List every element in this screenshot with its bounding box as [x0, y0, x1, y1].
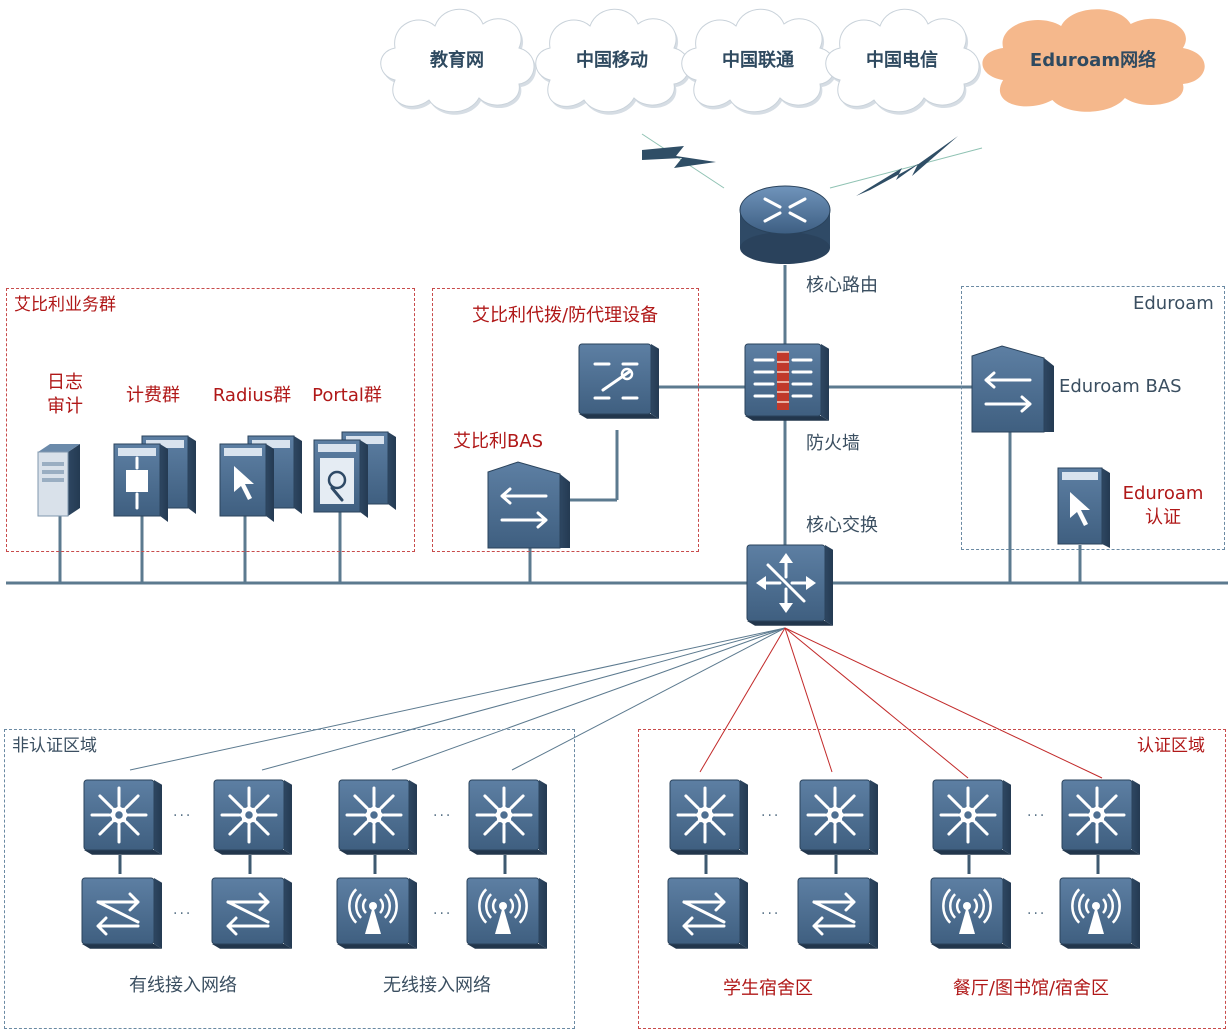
lightning-icon [856, 136, 958, 196]
wireless-ap-icon [930, 877, 1011, 949]
access-switch-icon [797, 877, 878, 949]
abili-bas-icon [487, 461, 570, 549]
wireless-ap-icon [1059, 877, 1140, 949]
cloud-telecom-label: 中国电信 [866, 50, 938, 71]
log-audit-server-icon [37, 444, 80, 517]
ellipsis: ··· [173, 808, 193, 824]
aggregation-switch-icon [932, 779, 1011, 855]
core-router-label: 核心路由 [806, 275, 878, 296]
auth-access-link [784, 627, 1103, 779]
ellipsis: ··· [761, 808, 781, 824]
proxy-device-icon [578, 343, 659, 419]
ellipsis: ··· [1027, 906, 1047, 922]
non-auth-area-title: 非认证区域 [12, 736, 97, 756]
wireless-ap-icon [466, 877, 547, 949]
eduroam-group-title: Eduroam [1133, 293, 1214, 314]
ellipsis: ··· [433, 808, 453, 824]
portal-server-icon [313, 431, 396, 518]
access-link [261, 627, 786, 771]
radius-group-label: Radius群 [212, 385, 292, 406]
billing-group-label: 计费群 [126, 385, 180, 406]
aggregation-switch-icon [338, 779, 417, 855]
log-audit-label-1: 日志 [47, 372, 83, 393]
ellipsis: ··· [173, 906, 193, 922]
access-switch-icon [211, 877, 292, 949]
wired-access-label: 有线接入网络 [129, 975, 237, 996]
aggregation-switch-icon [213, 779, 292, 855]
wireless-access-label: 无线接入网络 [383, 975, 491, 996]
access-switch-icon [667, 877, 748, 949]
eduroam-bas-icon [971, 345, 1054, 433]
eduroam-auth-server-icon [1057, 467, 1110, 548]
non-auth-area-box [4, 729, 575, 1029]
cloud-eduroam-label: Eduroam网络 [1029, 50, 1157, 71]
firewall-label: 防火墙 [806, 433, 860, 454]
canteen-library-label: 餐厅/图书馆/宿舍区 [952, 978, 1110, 999]
radius-server-icon [219, 435, 302, 522]
aggregation-switch-icon [669, 779, 748, 855]
ellipsis: ··· [761, 906, 781, 922]
cloud-edu-label: 教育网 [430, 50, 484, 71]
ellipsis: ··· [433, 906, 453, 922]
firewall-icon [744, 343, 829, 421]
access-link [511, 627, 786, 771]
eduroam-auth-label-2: 认证 [1145, 507, 1181, 528]
auth-access-link [699, 627, 786, 773]
cloud-unicom-label: 中国联通 [722, 50, 794, 71]
access-link [391, 627, 786, 771]
ellipsis: ··· [1027, 808, 1047, 824]
auth-area-box [638, 729, 1226, 1029]
log-audit-label-2: 审计 [47, 396, 83, 417]
access-switch-icon [81, 877, 162, 949]
eduroam-bas-label: Eduroam BAS [1059, 376, 1182, 397]
core-switch-label: 核心交换 [806, 515, 878, 536]
business-group-box [6, 288, 415, 552]
student-dorm-label: 学生宿舍区 [723, 978, 813, 999]
wireless-ap-icon [336, 877, 417, 949]
abili-bas-label: 艾比利BAS [453, 431, 544, 452]
auth-area-title: 认证区域 [1137, 736, 1205, 756]
auth-access-link [784, 627, 833, 773]
aggregation-switch-icon [799, 779, 878, 855]
billing-server-icon [113, 435, 196, 522]
uplink-line [829, 147, 983, 189]
proxy-group-box [432, 288, 699, 552]
auth-access-link [784, 627, 969, 779]
business-group-title: 艾比利业务群 [14, 295, 116, 315]
aggregation-switch-icon [1061, 779, 1140, 855]
cloud-mobile-label: 中国移动 [576, 50, 648, 71]
eduroam-group-box [961, 286, 1225, 550]
portal-group-label: Portal群 [312, 385, 382, 406]
access-link [129, 627, 786, 771]
lightning-icon [642, 146, 716, 168]
proxy-group-title: 艾比利代拨/防代理设备 [472, 305, 659, 326]
aggregation-switch-icon [468, 779, 547, 855]
core-router-icon [739, 185, 831, 264]
core-switch-icon [746, 544, 833, 626]
eduroam-auth-label-1: Eduroam [1122, 483, 1204, 504]
aggregation-switch-icon [83, 779, 162, 855]
